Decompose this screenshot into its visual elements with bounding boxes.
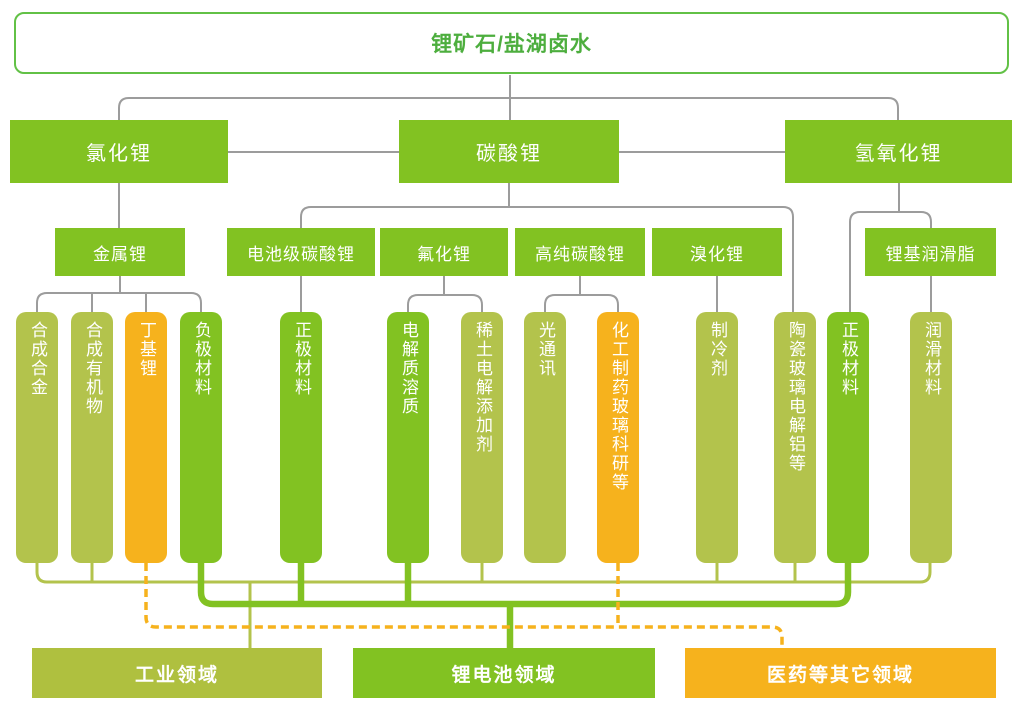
column-label: 正极材料 bbox=[292, 321, 311, 397]
column-label: 制冷剂 bbox=[708, 321, 727, 378]
column-cathode-material-right: 正极材料 bbox=[827, 312, 869, 563]
gray-connectors bbox=[36, 75, 932, 312]
node-battery-grade-carbonate: 电池级碳酸锂 bbox=[227, 228, 375, 276]
node-label: 锂基润滑脂 bbox=[885, 244, 976, 264]
column-ceramics-glass-aluminum-electrolysis: 陶瓷玻璃电解铝等 bbox=[774, 312, 816, 563]
column-refrigerant: 制冷剂 bbox=[696, 312, 738, 563]
column-anode-material: 负极材料 bbox=[180, 312, 222, 563]
column-label: 电解质溶质 bbox=[399, 321, 418, 416]
sector-lithium-battery: 锂电池领域 bbox=[353, 648, 655, 698]
column-synthetic-organics: 合成有机物 bbox=[71, 312, 113, 563]
node-high-purity-carbonate: 高纯碳酸锂 bbox=[515, 228, 645, 276]
column-label: 陶瓷玻璃电解铝等 bbox=[786, 321, 805, 473]
column-label: 稀土电解添加剂 bbox=[473, 321, 492, 454]
column-rare-earth-electrolysis-additive: 稀土电解添加剂 bbox=[461, 312, 503, 563]
sector-label: 医药等其它领域 bbox=[766, 664, 914, 686]
node-lithium-chloride: 氯化锂 bbox=[10, 120, 228, 183]
node-label: 氯化锂 bbox=[86, 143, 152, 165]
column-label: 化工制药玻璃科研等 bbox=[609, 321, 628, 492]
column-optical-communication: 光通讯 bbox=[524, 312, 566, 563]
node-label: 电池级碳酸锂 bbox=[247, 244, 355, 264]
column-label: 负极材料 bbox=[192, 321, 211, 397]
column-cathode-material-left: 正极材料 bbox=[280, 312, 322, 563]
node-lithium-carbonate: 碳酸锂 bbox=[399, 120, 619, 183]
node-label: 溴化锂 bbox=[690, 244, 744, 264]
node-label: 氢氧化锂 bbox=[854, 143, 943, 165]
column-label: 丁基锂 bbox=[137, 321, 156, 378]
column-chemical-pharma-glass-research: 化工制药玻璃科研等 bbox=[597, 312, 639, 563]
column-label: 光通讯 bbox=[536, 321, 555, 378]
sector-pharma-other: 医药等其它领域 bbox=[685, 648, 996, 698]
node-label: 高纯碳酸锂 bbox=[535, 244, 625, 264]
column-label: 正极材料 bbox=[839, 321, 858, 397]
column-electrolyte-solute: 电解质溶质 bbox=[387, 312, 429, 563]
node-lithium-bromide: 溴化锂 bbox=[652, 228, 782, 276]
pharma-collector-line bbox=[144, 563, 784, 648]
column-label: 润滑材料 bbox=[922, 321, 941, 397]
sector-label: 锂电池领域 bbox=[451, 664, 557, 686]
node-metal-lithium: 金属锂 bbox=[55, 228, 185, 276]
column-synthetic-alloy: 合成合金 bbox=[16, 312, 58, 563]
node-lithium-fluoride: 氟化锂 bbox=[380, 228, 508, 276]
industrial-collector-line bbox=[35, 563, 932, 648]
battery-collector-line bbox=[197, 563, 852, 648]
node-label: 氟化锂 bbox=[417, 244, 471, 264]
column-label: 合成合金 bbox=[28, 321, 47, 397]
node-label: 金属锂 bbox=[93, 244, 147, 264]
node-label: 碳酸锂 bbox=[476, 143, 542, 165]
sector-industrial: 工业领域 bbox=[32, 648, 322, 698]
node-root-lithium-ore-brine: 锂矿石/盐湖卤水 bbox=[14, 12, 1009, 74]
column-label: 合成有机物 bbox=[83, 321, 102, 416]
node-lithium-hydroxide: 氢氧化锂 bbox=[785, 120, 1012, 183]
node-lithium-grease: 锂基润滑脂 bbox=[865, 228, 996, 276]
node-root-label: 锂矿石/盐湖卤水 bbox=[431, 33, 592, 56]
sector-label: 工业领域 bbox=[134, 664, 219, 686]
column-butyllithium: 丁基锂 bbox=[125, 312, 167, 563]
column-lubricant-material: 润滑材料 bbox=[910, 312, 952, 563]
